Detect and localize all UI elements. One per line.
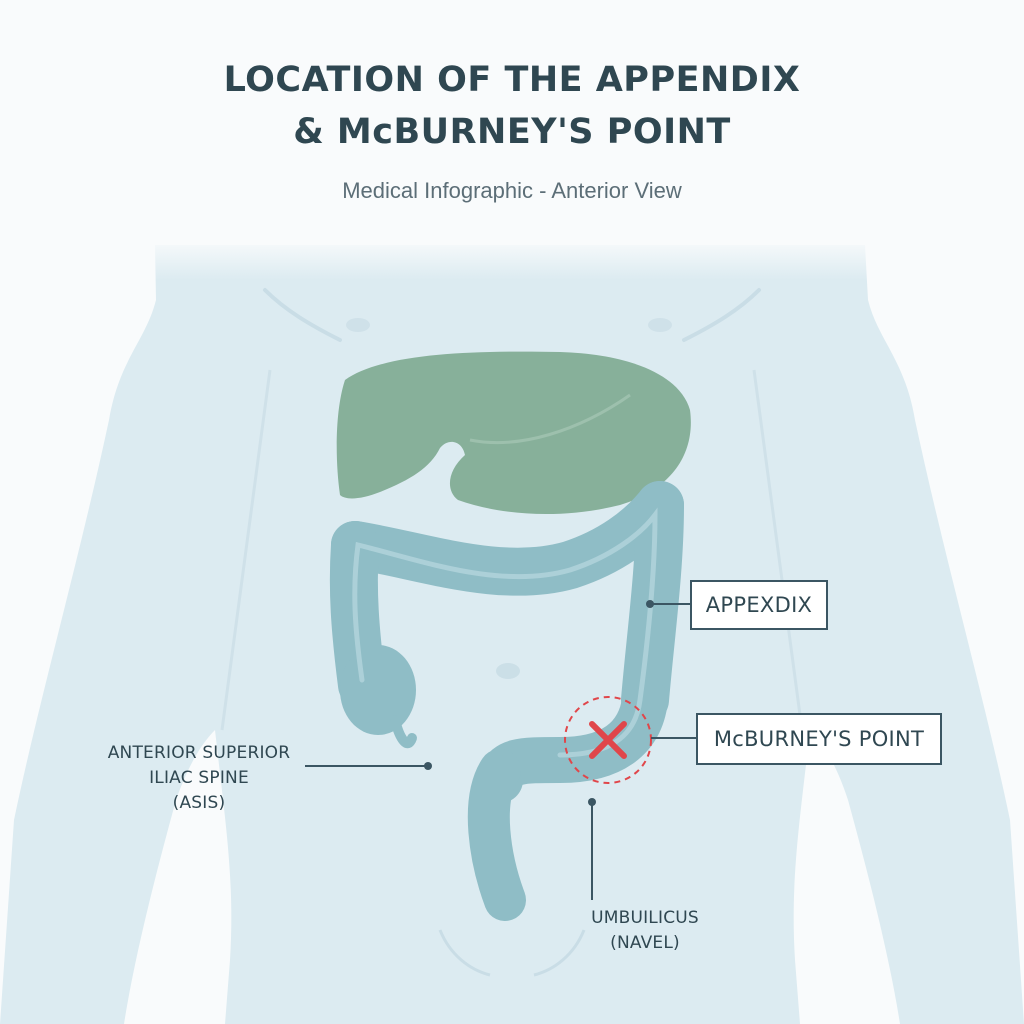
colon-highlight [352, 507, 658, 758]
cecum [340, 645, 416, 735]
clavicle-left [263, 288, 342, 342]
navel-mark [496, 663, 520, 679]
asis-label-line3: (ASIS) [172, 793, 226, 813]
appendix-leader-dot [646, 600, 654, 608]
liver-fissure [469, 393, 631, 444]
clavicle-right [682, 288, 761, 342]
asis-label-line1: ANTERIOR SUPERIOR [107, 743, 291, 763]
groin-line-left [438, 929, 491, 977]
mcburney-x-icon [589, 721, 627, 759]
appendix-label: APPEXDIX [690, 580, 828, 630]
asis-leader-dot [424, 762, 432, 770]
umbilicus-label: UMBUILICUS (NAVEL) [570, 906, 720, 956]
rectum [467, 749, 526, 921]
torso-silhouette [0, 245, 1024, 1024]
asis-label: ANTERIOR SUPERIOR ILIAC SPINE (ASIS) [96, 741, 302, 816]
arm-gap-right [752, 369, 804, 731]
arm-gap-left [220, 369, 272, 731]
appendix-tail [390, 715, 417, 749]
umbilicus-label-line1: UMBUILICUS [591, 908, 699, 928]
mcburney-circle [564, 696, 652, 784]
title-block: LOCATION OF THE APPENDIX & McBURNEY'S PO… [0, 54, 1024, 204]
title-line-2: & McBURNEY'S POINT [293, 112, 731, 152]
title-line-1: LOCATION OF THE APPENDIX [223, 60, 801, 100]
nipple-left [346, 318, 370, 332]
mcburney-label: McBURNEY'S POINT [696, 713, 942, 765]
umbilicus-label-line2: (NAVEL) [610, 933, 680, 953]
groin-line-right [533, 929, 586, 977]
subtitle: Medical Infographic - Anterior View [342, 178, 682, 203]
umbilicus-leader-dot [588, 798, 596, 806]
liver-shape [336, 351, 691, 515]
nipple-right [648, 318, 672, 332]
transverse-colon [331, 481, 684, 596]
asis-label-line2: ILIAC SPINE [149, 768, 249, 788]
